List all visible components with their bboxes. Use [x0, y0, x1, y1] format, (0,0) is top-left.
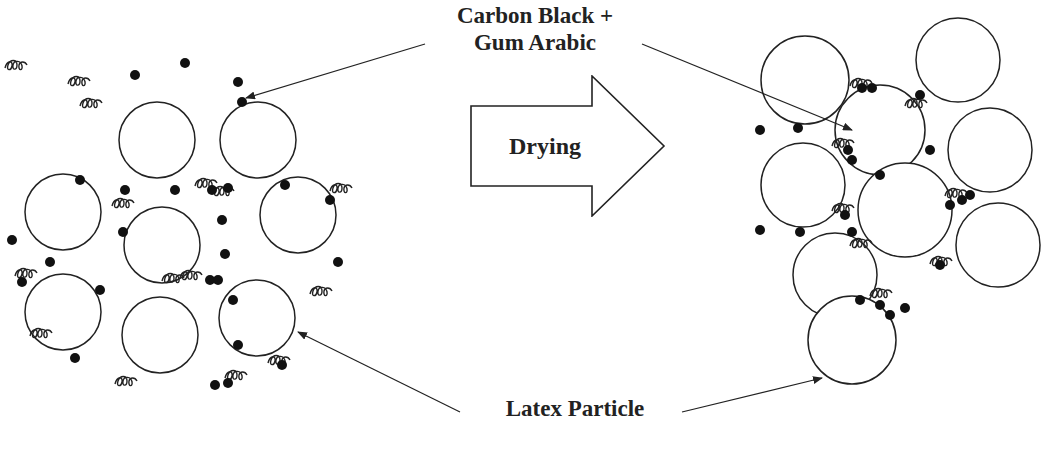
carbon-black-dot [213, 275, 223, 285]
carbon-black-dot [333, 257, 343, 267]
gum-arabic-chain [850, 239, 872, 248]
carbon-black-dot [130, 70, 140, 80]
carbon-black-dot [945, 200, 955, 210]
gum-arabic-chain [180, 271, 202, 280]
arrow-label: Drying [509, 133, 581, 160]
carbon-black-dot [847, 227, 857, 237]
carbon-black-dot [857, 83, 867, 93]
latex-particle [119, 102, 195, 178]
drying-arrow: Drying [470, 75, 666, 217]
latex-particle [808, 296, 896, 384]
carbon-black-dot [795, 227, 805, 237]
carbon-black-dot [45, 257, 55, 267]
latex-particle [122, 297, 198, 373]
carbon-black-dot [935, 260, 945, 270]
particle-label: Latex Particle [455, 395, 695, 422]
carbon-black-dot [855, 295, 865, 305]
carbon-black-dot [867, 83, 877, 93]
latex-particle [124, 207, 200, 283]
carbon-black-dot [233, 77, 243, 87]
carbon-black-dot [280, 180, 290, 190]
carbon-black-dot [217, 215, 227, 225]
carbon-black-dot [95, 285, 105, 295]
gum-arabic-chain [310, 287, 332, 296]
carbon-black-dot [875, 300, 885, 310]
latex-particle [220, 102, 296, 178]
carbon-black-dot [840, 210, 850, 220]
carbon-black-dot [755, 125, 765, 135]
carbon-black-dot [965, 190, 975, 200]
carbon-black-dot [17, 277, 27, 287]
latex-particle [956, 203, 1040, 287]
carbon-black-dot [325, 195, 335, 205]
gum-arabic-chain [330, 184, 352, 193]
gum-arabic-chain [15, 269, 37, 278]
latex-particle [916, 18, 1000, 102]
carbon-black-dot [900, 303, 910, 313]
gum-arabic-chain [115, 377, 137, 386]
carbon-black-dot [120, 185, 130, 195]
carbon-black-dot [180, 58, 190, 68]
carbon-black-dot [207, 185, 217, 195]
carbon-black-dot [925, 145, 935, 155]
carbon-black-dot [170, 185, 180, 195]
carbon-black-dot [277, 360, 287, 370]
carbon-black-dot [793, 123, 803, 133]
carbon-black-dot [847, 155, 857, 165]
carbon-black-dot [755, 225, 765, 235]
component-label: Carbon Black + Gum Arabic [430, 2, 640, 56]
gum-arabic-chain [80, 99, 102, 108]
gum-arabic-chain [5, 61, 27, 70]
carbon-black-dot [228, 295, 238, 305]
carbon-black-dot [875, 170, 885, 180]
carbon-black-dot [915, 90, 925, 100]
gum-arabic-chain [112, 199, 134, 208]
latex-particle [761, 143, 845, 227]
latex-particle [219, 280, 295, 356]
carbon-black-dot [118, 227, 128, 237]
carbon-black-dot [70, 353, 80, 363]
latex-particle [948, 108, 1032, 192]
carbon-black-dot [7, 235, 17, 245]
carbon-black-dot [843, 145, 853, 155]
gum-arabic-chain [905, 99, 927, 108]
latex-particle [260, 177, 336, 253]
gum-arabic-chain [68, 77, 90, 86]
carbon-black-dot [223, 378, 233, 388]
carbon-black-dot [75, 175, 85, 185]
gum-arabic-chain [30, 329, 52, 338]
latex-particle [25, 174, 101, 250]
latex-particle [25, 274, 101, 350]
carbon-black-dot [237, 97, 247, 107]
carbon-black-dot [220, 249, 230, 259]
gum-arabic-chain [870, 289, 892, 298]
carbon-black-dot [210, 380, 220, 390]
carbon-black-dot [223, 183, 233, 193]
carbon-black-dot [233, 340, 243, 350]
carbon-black-dot [885, 310, 895, 320]
